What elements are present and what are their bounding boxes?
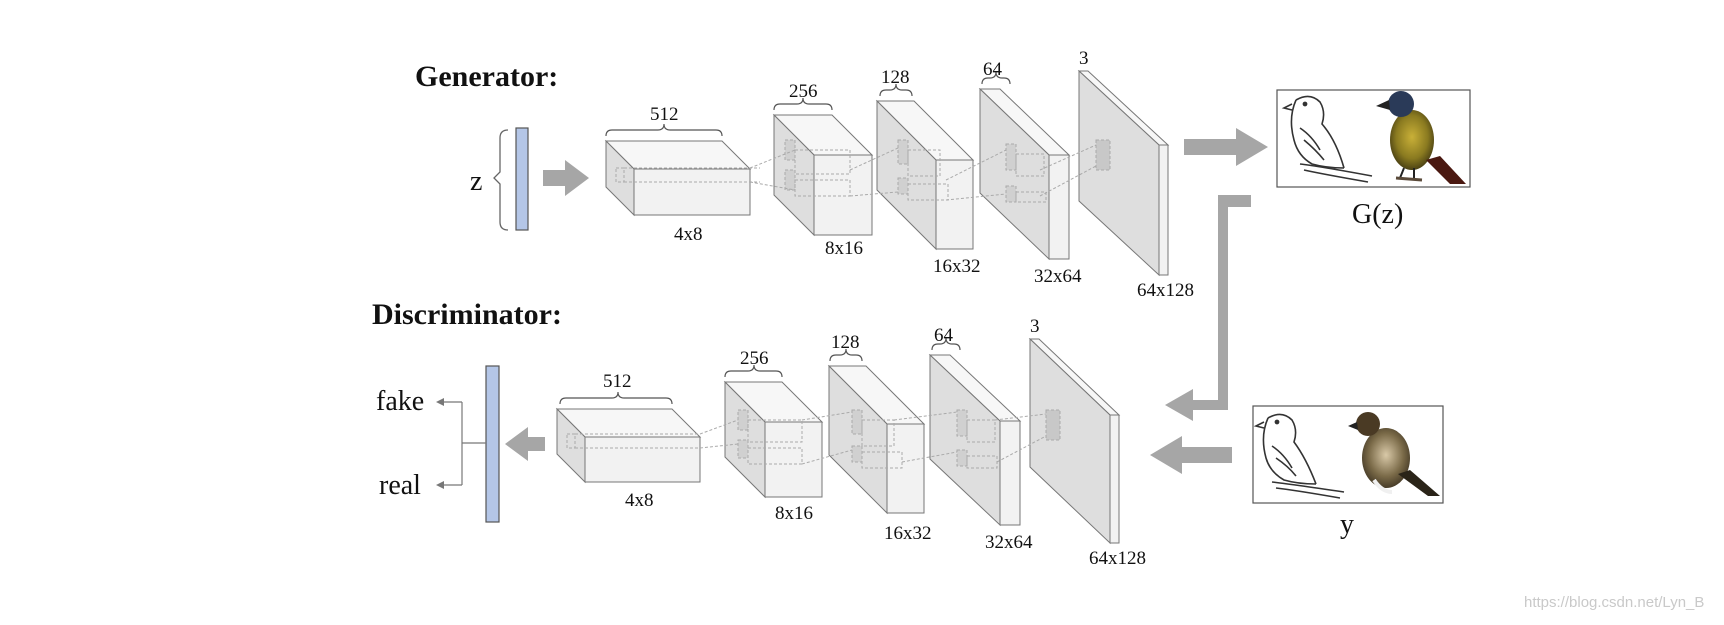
gen-block-1-size: 4x8	[674, 224, 703, 245]
disc-block-4-size: 32x64	[985, 532, 1033, 553]
disc-block-4: 64 32x64	[928, 325, 1047, 553]
disc-block-2: 256 8x16	[723, 348, 853, 524]
disc-block-5-size: 64x128	[1089, 548, 1146, 569]
disc-block-3-size: 16x32	[884, 523, 932, 544]
real-image-box	[1252, 405, 1444, 504]
disc-block-5-channels: 3	[1030, 316, 1040, 337]
watermark: https://blog.csdn.net/Lyn_B	[1524, 594, 1704, 611]
flow-arrow-icon	[1165, 195, 1251, 421]
output-label-real: real	[379, 470, 421, 501]
flow-arrow-icon	[505, 427, 545, 461]
flow-arrow-icon	[1184, 128, 1268, 166]
generator-title: Generator:	[415, 60, 558, 93]
disc-block-2-channels: 256	[740, 348, 769, 369]
disc-block-1: 512 4x8	[555, 371, 739, 511]
gen-block-2: 256 8x16	[749, 81, 874, 259]
latent-vector-bar	[515, 127, 529, 231]
disc-block-1-size: 4x8	[625, 490, 654, 511]
input-brace	[493, 129, 509, 231]
gen-block-5-channels: 3	[1079, 48, 1089, 69]
gen-block-3: 128 16x32	[849, 67, 981, 277]
generator-output-label: G(z)	[1352, 199, 1403, 230]
gen-block-4-channels: 64	[983, 59, 1003, 80]
generated-image-box	[1276, 89, 1471, 188]
bird-photo-icon	[1348, 412, 1440, 496]
gen-block-1: 512 4x8	[604, 104, 760, 245]
bird-photo-icon	[1376, 91, 1466, 184]
gen-block-1-channels: 512	[650, 104, 679, 125]
discriminator-title: Discriminator:	[372, 298, 562, 331]
discriminator-input-label: y	[1340, 509, 1354, 540]
flow-arrow-icon	[1150, 436, 1232, 474]
disc-output-branches	[436, 398, 486, 489]
output-label-fake: fake	[376, 386, 424, 417]
generator-input-label: z	[470, 166, 482, 197]
gen-block-3-size: 16x32	[933, 256, 981, 277]
gen-block-4-size: 32x64	[1034, 266, 1082, 287]
gen-block-5: 3 64x128	[1039, 48, 1194, 301]
gen-block-4: 64 32x64	[945, 59, 1082, 287]
disc-block-4-channels: 64	[934, 325, 954, 346]
bird-sketch-icon	[1281, 95, 1373, 183]
disc-block-2-size: 8x16	[775, 503, 813, 524]
gen-block-5-size: 64x128	[1137, 280, 1194, 301]
disc-block-5: 3 64x128	[1028, 316, 1146, 569]
disc-block-3: 128 16x32	[827, 332, 958, 544]
disc-block-1-channels: 512	[603, 371, 632, 392]
gen-block-2-size: 8x16	[825, 238, 863, 259]
generator-input-vector: z	[470, 127, 529, 231]
disc-output-vector	[485, 365, 500, 523]
flow-arrow-icon	[543, 160, 589, 196]
gen-block-2-channels: 256	[789, 81, 818, 102]
disc-block-3-channels: 128	[831, 332, 860, 353]
bird-sketch-icon	[1253, 413, 1345, 499]
gen-block-3-channels: 128	[881, 67, 910, 88]
